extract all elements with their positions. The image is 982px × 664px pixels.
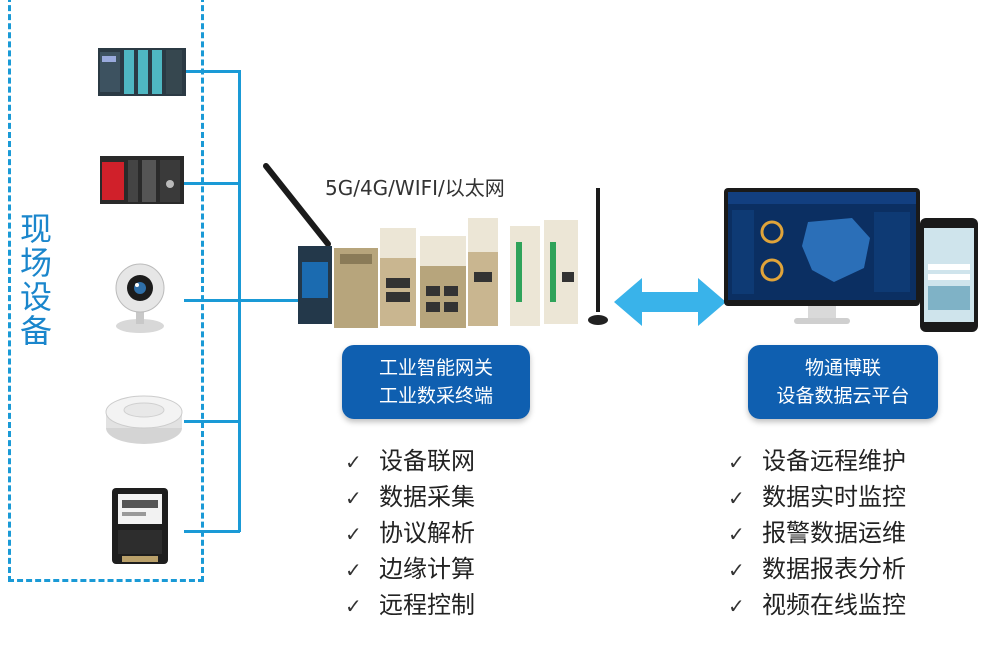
check-icon: ✓ bbox=[728, 594, 745, 618]
bus-branch-5 bbox=[184, 530, 240, 533]
bus-to-gateway bbox=[238, 299, 302, 302]
gateway-box-line-1: 工业智能网关 bbox=[378, 357, 493, 379]
list-item: ✓数据采集 bbox=[345, 480, 475, 516]
webcam-icon bbox=[115, 263, 165, 333]
plc-rack-icon bbox=[98, 48, 186, 96]
bus-branch-2 bbox=[184, 182, 240, 185]
plc-red-icon bbox=[100, 156, 184, 204]
network-label: 5G/4G/WIFI/以太网 bbox=[325, 176, 505, 200]
check-icon: ✓ bbox=[345, 450, 362, 474]
cloud-platform-image bbox=[724, 188, 978, 332]
list-item: ✓视频在线监控 bbox=[728, 588, 906, 624]
bus-branch-1 bbox=[184, 70, 240, 73]
electric-meter-icon bbox=[112, 488, 168, 564]
gateway-devices-image bbox=[263, 163, 608, 328]
gateway-box-line-2: 工业数采终端 bbox=[378, 385, 493, 407]
field-devices-frame bbox=[8, 0, 204, 582]
check-icon: ✓ bbox=[728, 522, 745, 546]
check-icon: ✓ bbox=[345, 522, 362, 546]
gateway-box: 工业智能网关 工业数采终端 bbox=[342, 345, 530, 419]
bus-branch-4 bbox=[184, 420, 240, 423]
cloud-box-line-1: 物通博联 bbox=[804, 357, 881, 379]
check-icon: ✓ bbox=[345, 486, 362, 510]
cloud-feature-list: ✓设备远程维护 ✓数据实时监控 ✓报警数据运维 ✓数据报表分析 ✓视频在线监控 bbox=[728, 444, 906, 624]
list-item: ✓设备远程维护 bbox=[728, 444, 906, 480]
bus-branch-3 bbox=[184, 299, 240, 302]
list-item: ✓报警数据运维 bbox=[728, 516, 906, 552]
check-icon: ✓ bbox=[728, 558, 745, 582]
cloud-box: 物通博联 设备数据云平台 bbox=[748, 345, 938, 419]
list-item: ✓设备联网 bbox=[345, 444, 475, 480]
list-item: ✓数据实时监控 bbox=[728, 480, 906, 516]
smoke-detector-icon bbox=[105, 395, 183, 444]
double-arrow-icon bbox=[614, 278, 726, 326]
field-devices-label: 现场设备 bbox=[15, 212, 53, 348]
list-item: ✓数据报表分析 bbox=[728, 552, 906, 588]
list-item: ✓边缘计算 bbox=[345, 552, 475, 588]
gateway-feature-list: ✓设备联网 ✓数据采集 ✓协议解析 ✓边缘计算 ✓远程控制 bbox=[345, 444, 475, 624]
list-item: ✓远程控制 bbox=[345, 588, 475, 624]
check-icon: ✓ bbox=[728, 486, 745, 510]
check-icon: ✓ bbox=[345, 558, 362, 582]
check-icon: ✓ bbox=[728, 450, 745, 474]
list-item: ✓协议解析 bbox=[345, 516, 475, 552]
cloud-box-line-2: 设备数据云平台 bbox=[776, 385, 910, 407]
check-icon: ✓ bbox=[345, 594, 362, 618]
